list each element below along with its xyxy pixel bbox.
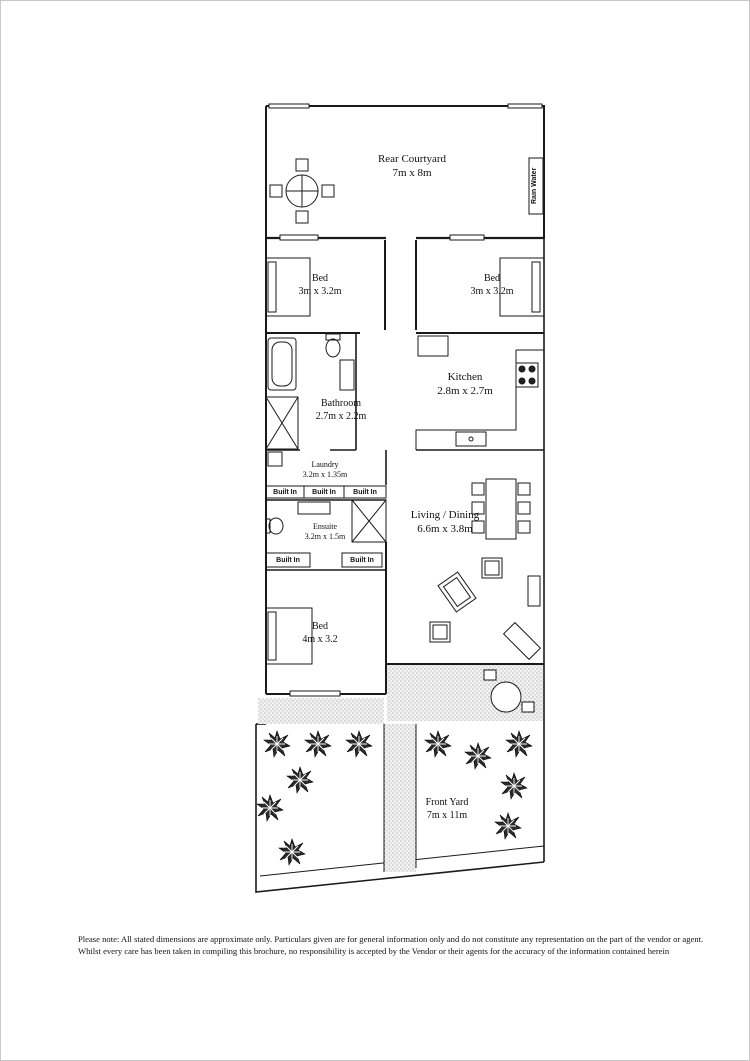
kitchen-cupboard	[417, 335, 449, 357]
built-in-robe-5	[341, 552, 383, 568]
bathroom-vanity	[339, 359, 355, 391]
ensuite-toilet	[268, 517, 284, 535]
bathroom-toilet	[325, 338, 341, 358]
rear-window-right	[507, 103, 543, 109]
bed-3-furniture	[265, 607, 313, 665]
paved-path-strip	[258, 698, 384, 724]
built-in-robe-4	[265, 552, 311, 568]
ensuite-shower	[351, 499, 387, 543]
kitchen-sink	[455, 431, 487, 447]
rain-water-label: Rain Water	[531, 167, 538, 205]
built-in-label-3: Built In	[353, 489, 377, 496]
built-in-robe-3	[343, 485, 387, 499]
disclaimer: Please note: All stated dimensions are a…	[78, 934, 718, 957]
lounge-chair	[437, 571, 477, 613]
rear-window-left	[268, 103, 310, 109]
tv-unit	[527, 575, 541, 607]
paved-path	[384, 724, 416, 872]
shower	[265, 396, 299, 450]
built-in-label-2: Built In	[312, 489, 336, 496]
built-in-label-4: Built In	[276, 557, 300, 564]
built-in-label-5: Built In	[350, 557, 374, 564]
disclaimer-line-2: Whilst every care has been taken in comp…	[78, 945, 670, 956]
disclaimer-line-1: Please note: All stated dimensions are a…	[78, 934, 704, 944]
cooktop	[515, 362, 539, 388]
rain-water-tank	[528, 157, 544, 215]
rear-boundary-wall	[266, 105, 545, 239]
laundry-tub	[267, 451, 283, 467]
armchair-1	[481, 557, 503, 579]
front-boundary	[255, 724, 545, 893]
piano	[502, 621, 542, 661]
bed-1-furniture	[265, 257, 311, 317]
ensuite-vanity	[297, 501, 331, 515]
porch-table	[490, 681, 522, 713]
bathtub	[267, 337, 297, 391]
built-in-label-1: Built In	[273, 489, 297, 496]
armchair-2	[429, 621, 451, 643]
bed-2-furniture	[499, 257, 545, 317]
dining-table	[485, 478, 517, 540]
kitchen-bench	[415, 350, 517, 450]
